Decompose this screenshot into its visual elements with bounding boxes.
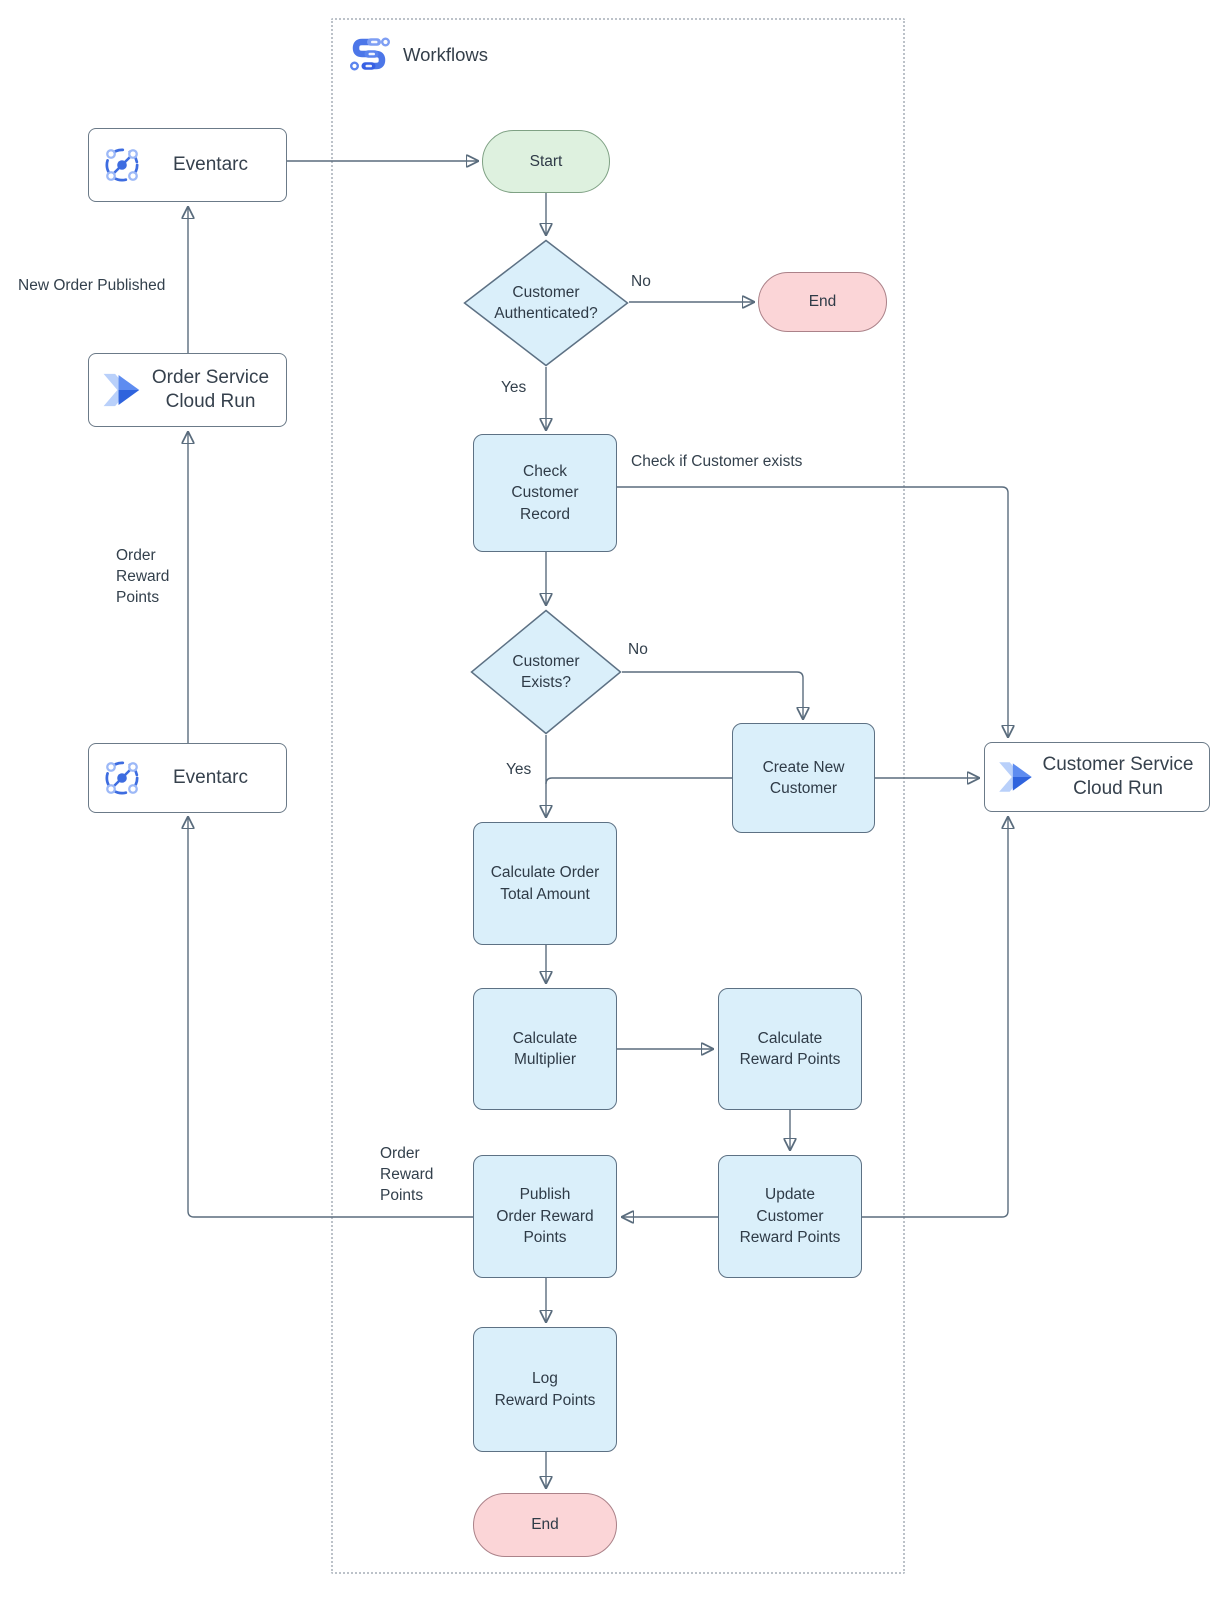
edge-label-no-authenticated: No (631, 273, 651, 290)
node-eventarc-top-label: Eventarc (173, 154, 248, 176)
node-customer-service-cloud-run-label: Customer Service Cloud Run (1042, 754, 1194, 799)
edge-publish-to-eventarc-bottom (188, 818, 473, 1218)
node-calculate-order-total: Calculate Order Total Amount (473, 822, 617, 945)
workflows-title-label: Workflows (403, 44, 488, 65)
node-eventarc-top: Eventarc (88, 128, 287, 202)
workflows-icon (350, 37, 390, 71)
node-eventarc-bottom: Eventarc (88, 743, 287, 813)
node-end-top: End (758, 272, 887, 332)
eventarc-icon (105, 148, 139, 182)
node-customer-exists: Customer Exists? (470, 609, 622, 735)
node-log-reward-points: Log Reward Points (473, 1327, 617, 1452)
node-end-bottom: End (473, 1493, 617, 1557)
cloud-run-icon (999, 762, 1032, 792)
node-update-customer-reward-points: Update Customer Reward Points (718, 1155, 862, 1278)
cloud-run-icon (103, 373, 140, 407)
workflows-title: Workflows (348, 34, 488, 76)
edge-exists-no-to-create (622, 671, 803, 718)
node-customer-authenticated: Customer Authenticated? (463, 239, 629, 367)
edge-create-merge-to-main (545, 777, 732, 785)
diamond-shape (470, 609, 622, 735)
edge-label-check-if-customer-exists: Check if Customer exists (631, 453, 803, 470)
node-customer-authenticated-label: Customer Authenticated? (494, 283, 598, 322)
eventarc-icon (105, 761, 139, 795)
edge-label-yes-authenticated: Yes (501, 379, 527, 396)
edge-label-order-reward-points-bottom: Order Reward Points (380, 1145, 434, 1204)
node-order-service-cloud-run-label: Order Service Cloud Run (151, 367, 270, 412)
node-check-customer-record: Check Customer Record (473, 434, 617, 552)
node-customer-service-cloud-run: Customer Service Cloud Run (984, 742, 1210, 812)
node-eventarc-bottom-label: Eventarc (173, 767, 248, 789)
workflows-container-frame (331, 18, 905, 1574)
edge-check-to-customer-service-top (617, 486, 1008, 736)
node-calculate-reward-points: Calculate Reward Points (718, 988, 862, 1110)
node-calculate-multiplier: Calculate Multiplier (473, 988, 617, 1110)
node-customer-exists-label: Customer Exists? (512, 652, 580, 691)
node-order-service-cloud-run: Order Service Cloud Run (88, 353, 287, 427)
edge-label-yes-exists: Yes (506, 761, 532, 778)
diamond-shape (463, 239, 629, 367)
node-publish-order-reward-points: Publish Order Reward Points (473, 1155, 617, 1278)
edge-label-no-exists: No (628, 641, 648, 658)
edge-label-order-reward-points-left: Order Reward Points (116, 547, 170, 606)
edge-label-new-order-published: New Order Published (18, 277, 166, 294)
node-start: Start (482, 130, 610, 193)
edge-update-to-customer-service-bottom (862, 818, 1008, 1218)
node-create-new-customer: Create New Customer (732, 723, 875, 833)
